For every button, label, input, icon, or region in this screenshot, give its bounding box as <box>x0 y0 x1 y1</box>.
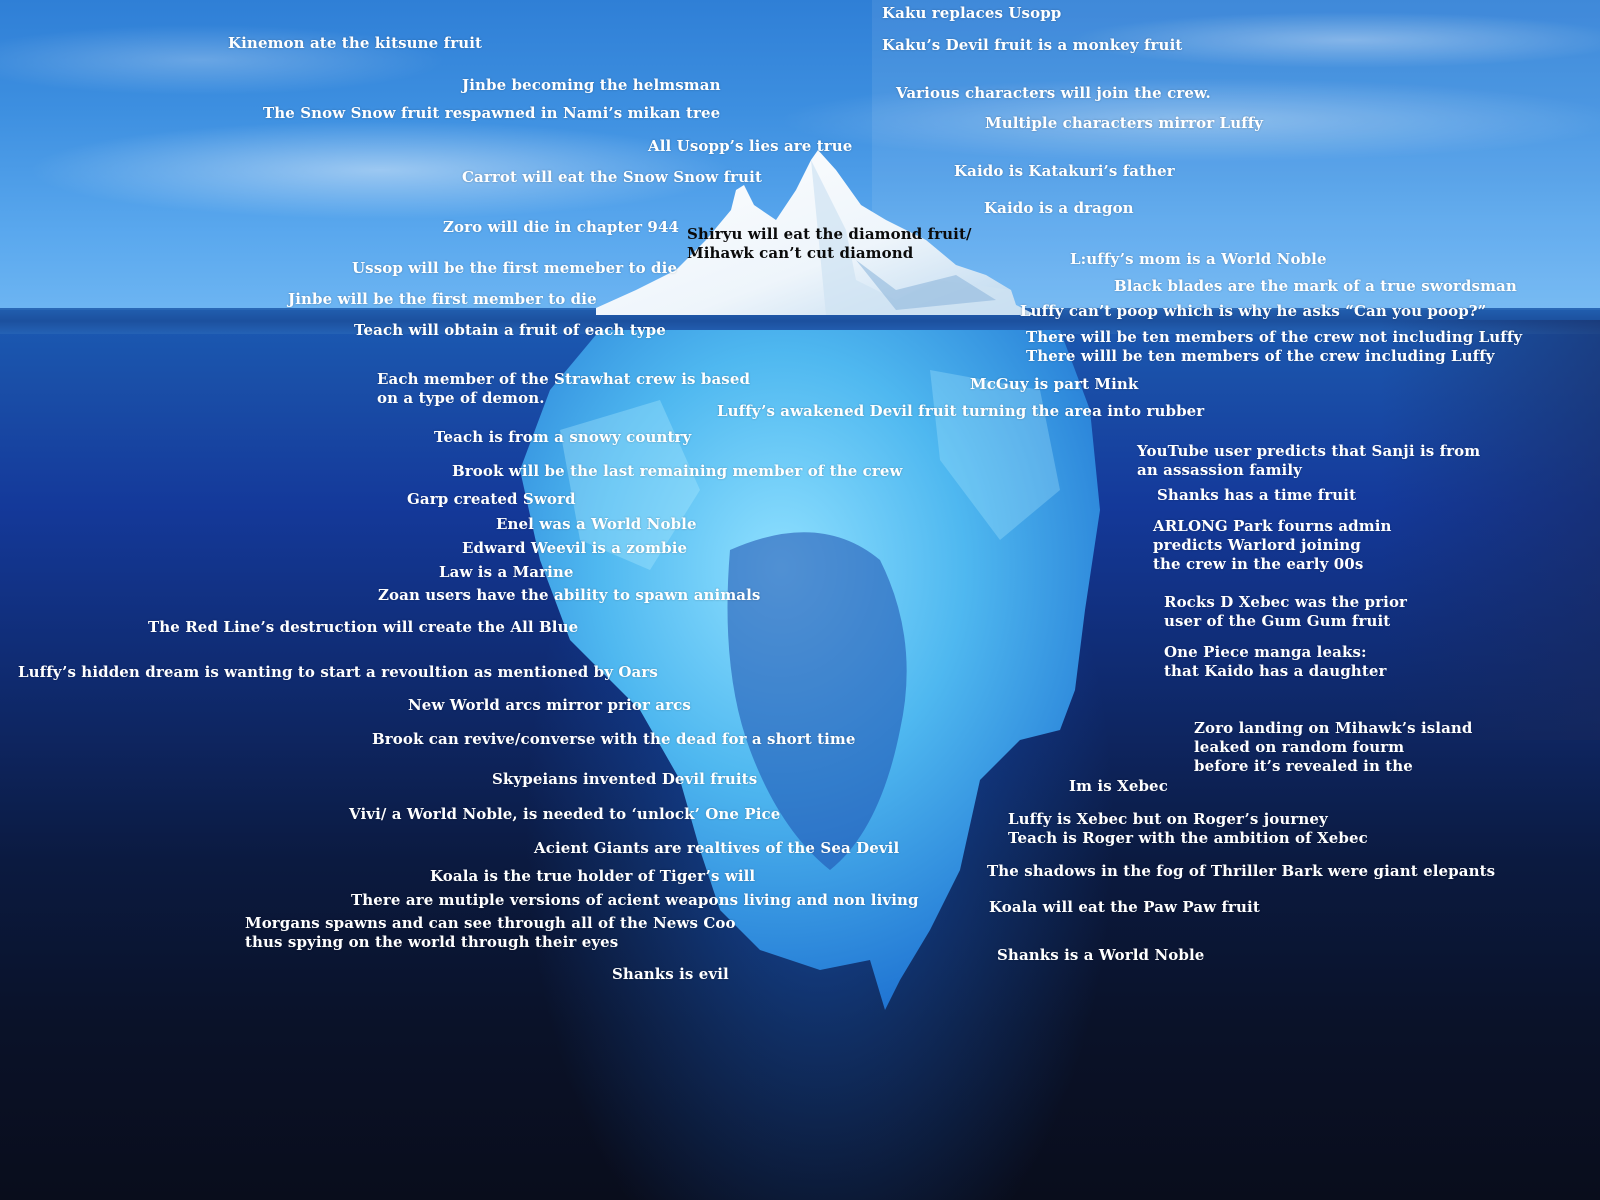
theory-label-line: an assassion family <box>1137 461 1302 479</box>
theory-label-line: There will be ten members of the crew no… <box>1026 328 1523 346</box>
theory-label: L:uffy’s mom is a World Noble <box>1070 250 1327 268</box>
theory-label: New World arcs mirror prior arcs <box>408 696 691 714</box>
theory-label: Luffy’s awakened Devil fruit turning the… <box>717 402 1205 420</box>
theory-label: Skypeians invented Devil fruits <box>492 770 758 788</box>
theory-label-on-iceberg: Shiryu will eat the diamond fruit/ Mihaw… <box>687 225 972 263</box>
theory-label-line: Mihawk can’t cut diamond <box>687 244 914 262</box>
sky-overlay-panel <box>872 0 1600 312</box>
theory-label: Morgans spawns and can see through all o… <box>245 914 736 952</box>
theory-label: Vivi/ a World Noble, is needed to ‘unloc… <box>349 805 781 823</box>
theory-label: Zoro landing on Mihawk’s island leaked o… <box>1194 719 1473 776</box>
theory-label-line: on a type of demon. <box>377 389 545 407</box>
iceberg-tip-image <box>596 150 1036 315</box>
theory-label: Zoan users have the ability to spawn ani… <box>378 586 761 604</box>
theory-label: Luffy is Xebec but on Roger’s journey Te… <box>1008 810 1368 848</box>
theory-label-line: Shiryu will eat the diamond fruit/ <box>687 225 972 243</box>
theory-label: Edward Weevil is a zombie <box>462 539 688 557</box>
theory-label: Teach will obtain a fruit of each type <box>354 321 666 339</box>
theory-label: Various characters will join the crew. <box>896 84 1211 102</box>
theory-label-line: the crew in the early 00s <box>1153 555 1364 573</box>
theory-label: Shanks is evil <box>612 965 729 983</box>
theory-label: Teach is from a snowy country <box>434 428 692 446</box>
theory-label-line: Zoro landing on Mihawk’s island <box>1194 719 1473 737</box>
theory-label: Jinbe becoming the helmsman <box>462 76 721 94</box>
theory-label: Brook will be the last remaining member … <box>452 462 903 480</box>
theory-label: Im is Xebec <box>1069 777 1168 795</box>
theory-label: One Piece manga leaks: that Kaido has a … <box>1164 643 1387 681</box>
theory-label: Koala is the true holder of Tiger’s will <box>430 867 756 885</box>
theory-label: Shanks has a time fruit <box>1157 486 1357 504</box>
theory-label: YouTube user predicts that Sanji is from… <box>1137 442 1480 480</box>
theory-label: Multiple characters mirror Luffy <box>985 114 1264 132</box>
theory-label-line: ARLONG Park fourns admin <box>1153 517 1392 535</box>
theory-label-line: There willl be ten members of the crew i… <box>1026 347 1495 365</box>
theory-label-line: thus spying on the world through their e… <box>245 933 619 951</box>
theory-label-line: Rocks D Xebec was the prior <box>1164 593 1408 611</box>
theory-label: Luffy’s hidden dream is wanting to start… <box>18 663 658 681</box>
theory-label: Garp created Sword <box>407 490 576 508</box>
theory-label: Zoro will die in chapter 944 <box>443 218 680 236</box>
theory-label: All Usopp’s lies are true <box>648 137 853 155</box>
theory-label: Shanks is a World Noble <box>997 946 1205 964</box>
theory-label-line: user of the Gum Gum fruit <box>1164 612 1391 630</box>
theory-label-line: Morgans spawns and can see through all o… <box>245 914 736 932</box>
theory-label-line: before it’s revealed in the <box>1194 757 1413 775</box>
theory-label-line: Luffy is Xebec but on Roger’s journey <box>1008 810 1328 828</box>
theory-label: Rocks D Xebec was the prior user of the … <box>1164 593 1407 631</box>
theory-label: There will be ten members of the crew no… <box>1026 328 1522 366</box>
theory-label: Kaido is Katakuri’s father <box>954 162 1175 180</box>
theory-label-line: YouTube user predicts that Sanji is from <box>1137 442 1481 460</box>
theory-label: Jinbe will be the first member to die <box>288 290 597 308</box>
right-shadow-overlay <box>1380 320 1600 740</box>
theory-label: The Snow Snow fruit respawned in Nami’s … <box>263 104 721 122</box>
theory-label: Acient Giants are realtives of the Sea D… <box>534 839 900 857</box>
iceberg-underwater-image <box>520 330 1100 1010</box>
theory-label: Kaku replaces Usopp <box>882 4 1062 22</box>
theory-label: Black blades are the mark of a true swor… <box>1114 277 1517 295</box>
theory-label: Each member of the Strawhat crew is base… <box>377 370 750 408</box>
theory-label-line: predicts Warlord joining <box>1153 536 1361 554</box>
theory-label: Kinemon ate the kitsune fruit <box>228 34 483 52</box>
theory-label: There are mutiple versions of acient wea… <box>351 891 919 909</box>
theory-label: Brook can revive/converse with the dead … <box>372 730 856 748</box>
theory-label: Ussop will be the first memeber to die <box>352 259 678 277</box>
theory-label-line: Teach is Roger with the ambition of Xebe… <box>1008 829 1368 847</box>
theory-label: Luffy can’t poop which is why he asks “C… <box>1020 302 1487 320</box>
theory-label: Law is a Marine <box>439 563 574 581</box>
theory-label-line: that Kaido has a daughter <box>1164 662 1387 680</box>
theory-label: The shadows in the fog of Thriller Bark … <box>987 862 1496 880</box>
theory-label: Carrot will eat the Snow Snow fruit <box>462 168 763 186</box>
theory-label: ARLONG Park fourns admin predicts Warlor… <box>1153 517 1392 574</box>
theory-label: McGuy is part Mink <box>970 375 1139 393</box>
theory-label: Enel was a World Noble <box>496 515 697 533</box>
theory-label-line: leaked on random fourm <box>1194 738 1405 756</box>
theory-label: The Red Line’s destruction will create t… <box>148 618 579 636</box>
theory-label: Koala will eat the Paw Paw fruit <box>989 898 1260 916</box>
theory-label-line: Each member of the Strawhat crew is base… <box>377 370 751 388</box>
theory-label-line: One Piece manga leaks: <box>1164 643 1367 661</box>
theory-label: Kaku’s Devil fruit is a monkey fruit <box>882 36 1183 54</box>
theory-label: Kaido is a dragon <box>984 199 1134 217</box>
